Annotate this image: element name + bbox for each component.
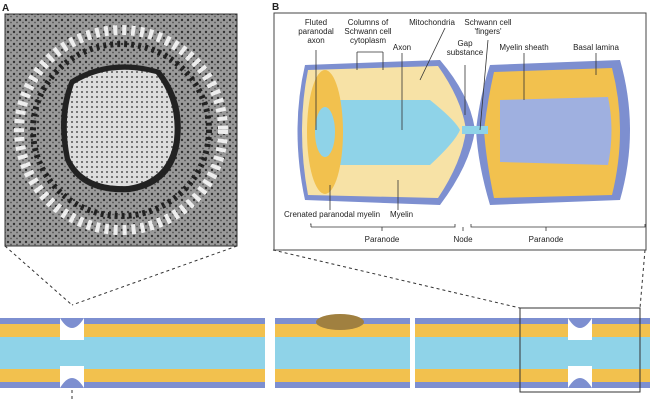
node-of-ranvier-illustration	[297, 60, 630, 205]
segment-left	[0, 318, 265, 388]
label-axon: Axon	[393, 43, 411, 52]
label-basal-lamina: Basal lamina	[573, 43, 619, 52]
nerve-fiber-strip	[0, 307, 650, 393]
label-gap-1: Gap	[457, 39, 473, 48]
label-fluted-1: Fluted	[305, 18, 327, 27]
label-myelin-sheath: Myelin sheath	[499, 43, 548, 52]
label-fluted-3: axon	[307, 36, 324, 45]
segment-right	[415, 318, 650, 388]
label-leaders	[310, 27, 646, 231]
label-crenated-myelin: Crenated paranodal myelin	[284, 210, 380, 219]
label-columns-3: cytoplasm	[350, 36, 386, 45]
electron-micrograph	[4, 13, 238, 247]
panel-b-letter: B	[272, 2, 279, 13]
label-gap-2: substance	[447, 48, 484, 57]
label-columns-1: Columns of	[348, 18, 389, 27]
zoom-box	[519, 307, 641, 393]
label-fingers-2: 'fingers'	[474, 27, 502, 36]
label-myelin: Myelin	[390, 210, 413, 219]
label-columns-2: Schwann cell	[344, 27, 391, 36]
label-fluted-2: paranodal	[298, 27, 334, 36]
label-paranode-right: Paranode	[529, 235, 564, 244]
label-paranode-left: Paranode	[365, 235, 400, 244]
panel-a-letter: A	[2, 3, 9, 14]
label-node: Node	[453, 235, 473, 244]
segment-middle	[275, 314, 410, 388]
svg-text:Schwann cell'fingers': Schwann cell'fingers'	[464, 18, 511, 36]
label-mitochondria: Mitochondria	[409, 18, 455, 27]
label-fingers-1: Schwann cell	[464, 18, 511, 27]
schwann-nucleus	[316, 314, 364, 330]
